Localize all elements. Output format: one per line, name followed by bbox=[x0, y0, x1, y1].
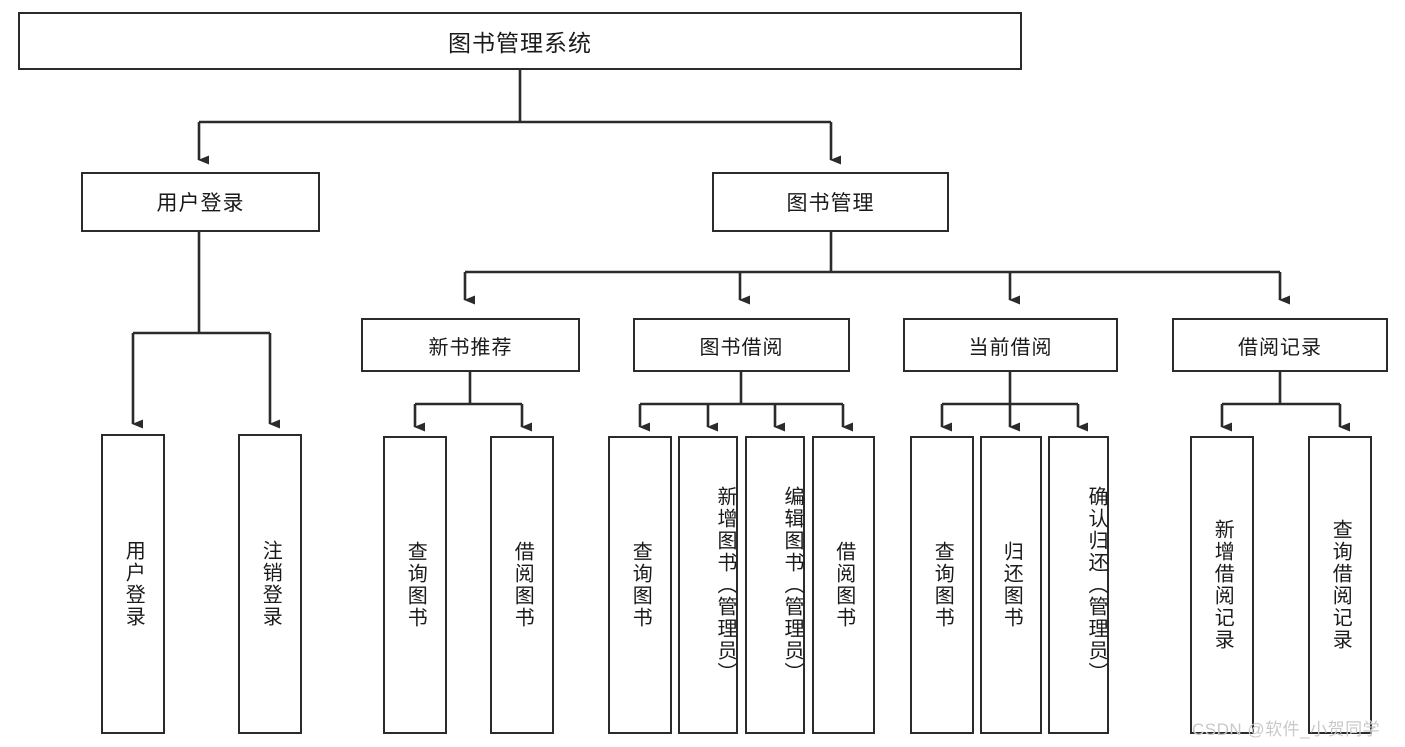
leaf-query-book-current-label: 查询图书 bbox=[931, 541, 954, 629]
node-user-login-label: 用户登录 bbox=[156, 192, 245, 215]
leaf-borrow-book-recommend-label: 借阅图书 bbox=[511, 541, 534, 629]
leaf-add-book-admin-label: 新增图书（管理员） bbox=[714, 486, 736, 684]
node-new-book-recommend[interactable]: 新书推荐 bbox=[361, 318, 580, 372]
node-user-login[interactable]: 用户登录 bbox=[81, 172, 320, 232]
node-book-borrow-label: 图书借阅 bbox=[699, 336, 784, 359]
leaf-query-book-borrow[interactable]: 查询图书 bbox=[608, 436, 672, 734]
node-borrow-record[interactable]: 借阅记录 bbox=[1172, 318, 1388, 372]
leaf-return-book[interactable]: 归还图书 bbox=[980, 436, 1042, 734]
leaf-query-book-current[interactable]: 查询图书 bbox=[910, 436, 974, 734]
node-borrow-record-label: 借阅记录 bbox=[1238, 336, 1322, 359]
csdn-watermark: CSDN @软件_小贺同学 bbox=[1192, 720, 1381, 739]
leaf-query-book-recommend[interactable]: 查询图书 bbox=[383, 436, 447, 734]
leaf-borrow-book-recommend[interactable]: 借阅图书 bbox=[490, 436, 554, 734]
node-current-borrow-label: 当前借阅 bbox=[968, 336, 1053, 359]
leaf-user-login-label: 用户登录 bbox=[122, 540, 145, 628]
leaf-borrow-book[interactable]: 借阅图书 bbox=[812, 436, 875, 734]
leaf-add-borrow-record[interactable]: 新增借阅记录 bbox=[1190, 436, 1254, 734]
node-book-management[interactable]: 图书管理 bbox=[712, 172, 949, 232]
node-root-system[interactable]: 图书管理系统 bbox=[18, 12, 1022, 70]
leaf-add-book-admin[interactable]: 新增图书（管理员） bbox=[678, 436, 738, 734]
leaf-confirm-return-admin[interactable]: 确认归还（管理员） bbox=[1048, 436, 1109, 734]
node-new-book-recommend-label: 新书推荐 bbox=[428, 336, 513, 359]
leaf-return-book-label: 归还图书 bbox=[1000, 541, 1023, 629]
leaf-edit-book-admin[interactable]: 编辑图书（管理员） bbox=[745, 436, 805, 734]
leaf-edit-book-admin-label: 编辑图书（管理员） bbox=[781, 486, 803, 684]
leaf-logout-label: 注销登录 bbox=[259, 540, 282, 628]
leaf-query-borrow-record[interactable]: 查询借阅记录 bbox=[1308, 436, 1372, 734]
leaf-logout[interactable]: 注销登录 bbox=[238, 434, 302, 734]
node-root-label: 图书管理系统 bbox=[448, 30, 592, 56]
leaf-add-borrow-record-label: 新增借阅记录 bbox=[1211, 519, 1234, 651]
leaf-query-book-recommend-label: 查询图书 bbox=[404, 541, 427, 629]
node-book-management-label: 图书管理 bbox=[786, 192, 875, 215]
leaf-user-login[interactable]: 用户登录 bbox=[101, 434, 165, 734]
leaf-borrow-book-label: 借阅图书 bbox=[832, 541, 855, 629]
node-current-borrow[interactable]: 当前借阅 bbox=[903, 318, 1118, 372]
leaf-confirm-return-admin-label: 确认归还（管理员） bbox=[1085, 486, 1107, 684]
node-book-borrow[interactable]: 图书借阅 bbox=[633, 318, 850, 372]
leaf-query-book-borrow-label: 查询图书 bbox=[629, 541, 652, 629]
leaf-query-borrow-record-label: 查询借阅记录 bbox=[1329, 519, 1352, 651]
